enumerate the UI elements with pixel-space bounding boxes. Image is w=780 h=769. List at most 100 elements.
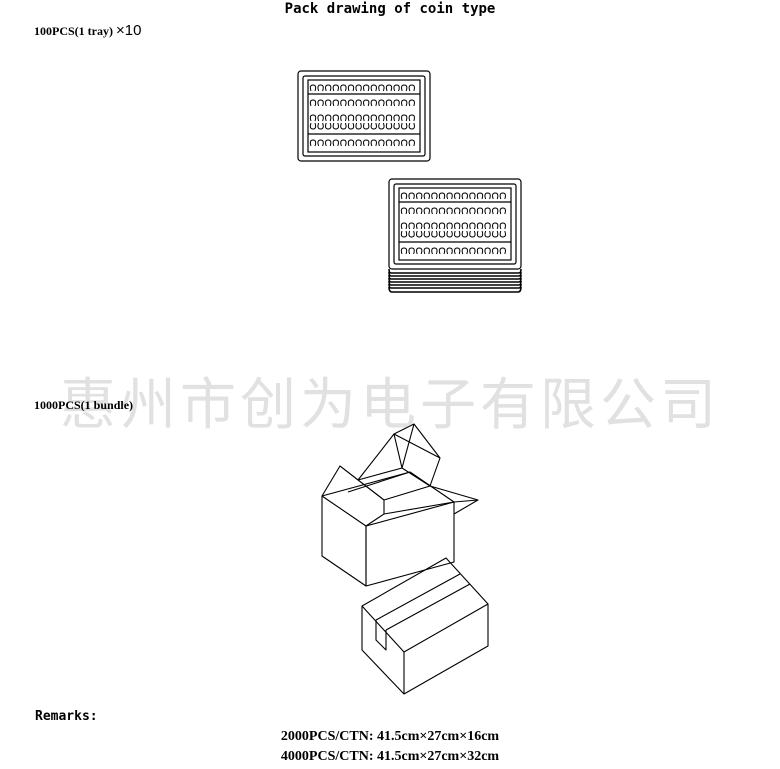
coin-slot-mark	[469, 192, 476, 200]
coin-slot-mark	[461, 222, 468, 230]
coin-slot-mark	[401, 139, 408, 147]
coin-slot-mark	[378, 84, 385, 92]
coin-slot-mark	[476, 207, 484, 215]
coin-slot-mark	[499, 207, 506, 215]
coin-slot-mark	[347, 139, 355, 147]
coin-slot-mark	[423, 207, 430, 215]
coin-slot-mark	[446, 247, 453, 255]
coin-slot-mark	[416, 222, 423, 230]
coin-slot-mark	[355, 139, 362, 147]
carton-spec-2000: 2000PCS/CTN: 41.5cm×27cm×16cm	[280, 729, 500, 744]
coin-slot-mark	[408, 230, 415, 238]
coin-slot-mark	[431, 247, 438, 255]
coin-slot-mark	[438, 247, 446, 255]
coin-slot-mark	[340, 114, 347, 122]
coin-slot-mark	[408, 84, 415, 92]
coin-slot-mark	[492, 247, 499, 255]
coin-slot-mark	[469, 222, 476, 230]
coin-slot-mark	[370, 122, 377, 130]
coin-slot-mark	[401, 122, 408, 130]
coin-slot-mark	[370, 99, 377, 107]
coin-slot-mark	[309, 114, 317, 122]
coin-slot-mark	[332, 99, 339, 107]
coin-slot-mark	[378, 122, 385, 130]
coin-slot-mark	[332, 122, 339, 130]
coin-slot-mark	[461, 230, 468, 238]
coin-slot-mark	[309, 84, 317, 92]
remarks-heading: Remarks:	[35, 709, 98, 724]
coin-slot-mark	[393, 84, 400, 92]
coin-slot-mark	[469, 247, 476, 255]
coin-slot-mark	[423, 222, 430, 230]
coin-slot-mark	[325, 139, 332, 147]
coin-slot-mark	[355, 99, 362, 107]
coin-slot-mark	[499, 192, 506, 200]
coin-slot-mark	[476, 230, 484, 238]
coin-slot-mark	[325, 99, 332, 107]
page-title: Pack drawing of coin type	[284, 1, 496, 17]
coin-slot-mark	[363, 122, 370, 130]
coin-slot-mark	[492, 230, 499, 238]
coin-slot-mark	[454, 247, 461, 255]
coin-slot-mark	[461, 207, 468, 215]
coin-slot-mark	[325, 84, 332, 92]
coin-slot-mark	[317, 84, 324, 92]
coin-slot-mark	[325, 114, 332, 122]
coin-slot-mark	[393, 139, 400, 147]
coin-slot-mark	[476, 192, 484, 200]
coin-slot-mark	[347, 99, 355, 107]
coin-slot-mark	[416, 192, 423, 200]
coin-slot-mark	[317, 99, 324, 107]
coin-slot-mark	[484, 192, 491, 200]
tray-quantity-label: 100PCS(1 tray) ×10	[34, 22, 141, 39]
coin-slot-mark	[446, 222, 453, 230]
coin-slot-mark	[401, 84, 408, 92]
coin-slot-mark	[492, 207, 499, 215]
coin-slot-mark	[416, 230, 423, 238]
coin-slot-mark	[332, 84, 339, 92]
coin-slot-mark	[400, 207, 408, 215]
coin-slot-mark	[408, 247, 415, 255]
coin-slot-mark	[370, 139, 377, 147]
bundle-quantity-label: 1000PCS(1 bundle)	[34, 398, 134, 412]
coin-slot-mark	[378, 99, 385, 107]
coin-slot-mark	[309, 139, 317, 147]
coin-slot-mark	[408, 207, 415, 215]
coin-slot-mark	[492, 192, 499, 200]
coin-slot-mark	[423, 247, 430, 255]
coin-slot-mark	[393, 99, 400, 107]
coin-slot-mark	[454, 222, 461, 230]
coin-slot-mark	[499, 230, 506, 238]
closed-carton-drawing	[361, 557, 489, 695]
coin-slot-mark	[408, 192, 415, 200]
coin-slot-mark	[423, 192, 430, 200]
coin-slot-mark	[332, 114, 339, 122]
tray-quantity-text: 100PCS(1 tray)	[34, 24, 116, 38]
coin-slot-mark	[454, 207, 461, 215]
coin-slot-mark	[492, 222, 499, 230]
tray-multiplier: ×10	[115, 22, 142, 39]
coin-slot-mark	[340, 84, 347, 92]
coin-slot-mark	[446, 207, 453, 215]
coin-slot-mark	[385, 84, 393, 92]
coin-slot-mark	[408, 99, 415, 107]
coin-slot-mark	[484, 230, 491, 238]
coin-slot-mark	[317, 114, 324, 122]
coin-slot-mark	[431, 207, 438, 215]
coin-slot-mark	[438, 207, 446, 215]
coin-slot-mark	[385, 99, 393, 107]
coin-slot-mark	[385, 114, 393, 122]
coin-slot-mark	[309, 99, 317, 107]
coin-slot-mark	[340, 139, 347, 147]
coin-slot-mark	[325, 122, 332, 130]
coin-slot-mark	[438, 230, 446, 238]
stacked-trays-drawing	[388, 178, 522, 293]
coin-slot-mark	[416, 247, 423, 255]
coin-slot-mark	[476, 222, 484, 230]
coin-slot-mark	[461, 247, 468, 255]
coin-slot-mark	[347, 122, 355, 130]
coin-slot-mark	[355, 84, 362, 92]
coin-slot-mark	[446, 230, 453, 238]
coin-slot-mark	[454, 230, 461, 238]
coin-slot-mark	[484, 247, 491, 255]
